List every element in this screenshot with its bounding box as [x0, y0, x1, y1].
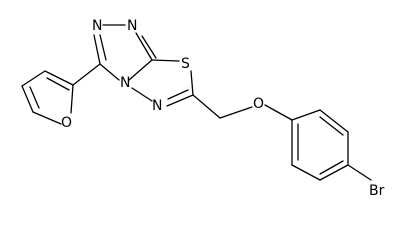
bond-furan-c3-c2-double [46, 77, 70, 91]
bond-ar-c4-c5 [319, 164, 349, 181]
bond-c3-furan-c2 [72, 63, 101, 86]
bond-ar-c4-c5-double [319, 160, 344, 175]
molecule-structure-diagram: N N N N S O O Br [21, 18, 385, 199]
bond-furan-c5-c4 [21, 85, 34, 113]
bond-n-top-right-c8a-double [141, 35, 157, 59]
bond-furan-c2-o [70, 84, 74, 114]
bond-ar-c1-c2 [291, 109, 321, 121]
bond-c8a-s [151, 59, 180, 62]
bond-n-top-right-c8a [135, 32, 153, 61]
bond-ar-c4-br [347, 164, 372, 181]
bond-c6-n-lower [166, 94, 194, 107]
atom-n-lower: N [152, 98, 162, 114]
bond-o-ether-ar-c1 [264, 104, 293, 121]
bond-s-c6 [190, 70, 194, 96]
atom-n-top-right: N [127, 18, 137, 34]
bond-ar-c2-c3-double [319, 116, 344, 136]
atom-labels: N N N N S O O Br [61, 18, 385, 199]
bond-ch2-o-ether [219, 106, 253, 119]
bond-c6-n-lower-double [167, 89, 189, 100]
bond-c8a-n-fused [128, 59, 153, 81]
bond-c3-n-top-left-double [99, 34, 107, 61]
bond-furan-c4-c3 [21, 70, 46, 87]
atom-o-ether: O [253, 96, 264, 112]
bond-furan-c3-c2 [44, 70, 74, 86]
atom-n-fused: N [120, 75, 130, 91]
atom-o-furan: O [61, 115, 72, 131]
bond-n-fused-c3 [99, 63, 120, 81]
bond-n-lower-n-fused [131, 87, 153, 102]
bond-ar-c5-c6 [291, 164, 321, 181]
atom-br: Br [369, 183, 385, 199]
atom-s-ring: S [181, 56, 190, 72]
bond-ar-c2-c3 [319, 109, 349, 133]
bond-furan-o-c5 [32, 111, 62, 125]
bond-furan-c5-c4-double [29, 86, 40, 109]
bonds [21, 24, 372, 181]
bond-c6-ch2 [192, 94, 221, 119]
bond-c3-n-top-left [93, 34, 101, 65]
atom-n-top-left: N [92, 18, 102, 34]
